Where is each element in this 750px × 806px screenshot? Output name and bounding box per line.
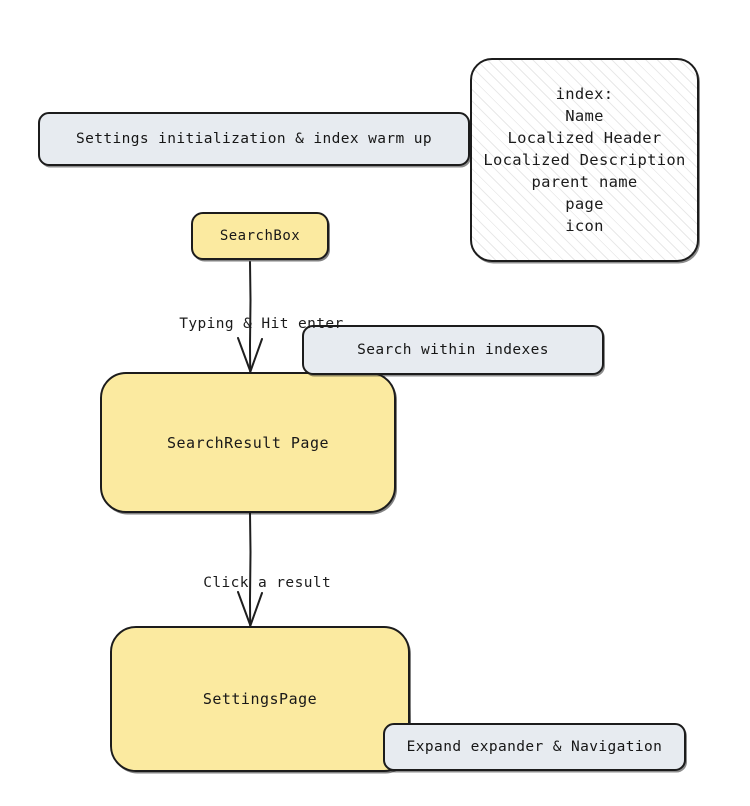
index-note: index: Name Localized Header Localized D… [470, 58, 699, 262]
index-note-line: Localized Header [507, 129, 662, 147]
edge-searchresult-to-settingspage [237, 512, 263, 627]
chip-expand-expander-navigation[interactable]: Expand expander & Navigation [383, 723, 686, 771]
index-note-line: parent name [531, 173, 638, 191]
node-settingspage[interactable]: SettingsPage [110, 626, 410, 772]
edge-label-text: Typing & Hit enter [179, 316, 344, 332]
index-note-line: page [565, 195, 604, 213]
edge-label-click-a-result: Click a result [185, 559, 331, 591]
node-searchbox[interactable]: SearchBox [191, 212, 329, 260]
node-searchresult-page[interactable]: SearchResult Page [100, 372, 396, 513]
chip-label: Settings initialization & index warm up [75, 131, 433, 147]
edge-label-text: Click a result [203, 575, 332, 591]
edge-label-typing-hit-enter: Typing & Hit enter [161, 300, 344, 332]
edge-searchbox-to-searchresult [237, 261, 263, 373]
chip-search-within-indexes[interactable]: Search within indexes [302, 325, 604, 375]
node-label: SearchBox [219, 228, 301, 244]
index-note-line: Name [565, 107, 604, 125]
node-label: SearchResult Page [166, 433, 330, 452]
index-note-line: icon [565, 217, 604, 235]
index-note-line: Localized Description [483, 151, 686, 169]
chip-label: Expand expander & Navigation [406, 739, 663, 755]
index-note-lines: index: Name Localized Header Localized D… [472, 60, 697, 260]
chip-settings-initialization[interactable]: Settings initialization & index warm up [38, 112, 470, 166]
node-label: SettingsPage [202, 690, 318, 708]
chip-label: Search within indexes [357, 342, 549, 358]
index-note-line: index: [555, 85, 614, 103]
